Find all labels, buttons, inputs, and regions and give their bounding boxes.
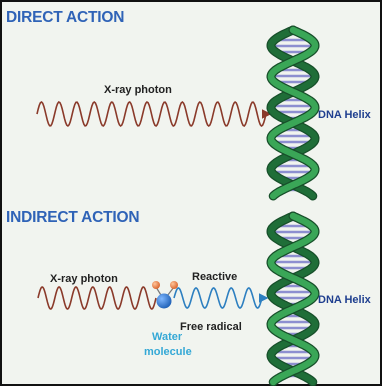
free-radical-wave — [174, 288, 267, 308]
free-radical-label: Free radical — [180, 321, 242, 333]
direct-dna-helix-label: DNA Helix — [318, 109, 372, 121]
x-ray-photon-wave-indirect — [38, 287, 156, 309]
indirect-action-heading: INDIRECT ACTION — [6, 209, 139, 226]
molecule-label: molecule — [144, 346, 192, 358]
x-ray-photon-wave-direct — [37, 102, 270, 126]
indirect-x-ray-photon-label: X-ray photon — [50, 273, 118, 285]
indirect-dna-helix-label: DNA Helix — [318, 294, 372, 306]
direct-x-ray-photon-label: X-ray photon — [104, 84, 172, 96]
hydrogen-atom-left — [152, 281, 160, 289]
direct-action-heading: DIRECT ACTION — [6, 9, 124, 26]
water-label: Water — [152, 331, 183, 343]
oxygen-atom — [157, 294, 172, 309]
reactive-label: Reactive — [192, 271, 237, 283]
hydrogen-atom-right — [170, 281, 178, 289]
dna-helix-indirect — [271, 216, 315, 382]
dna-helix-direct — [271, 30, 315, 196]
